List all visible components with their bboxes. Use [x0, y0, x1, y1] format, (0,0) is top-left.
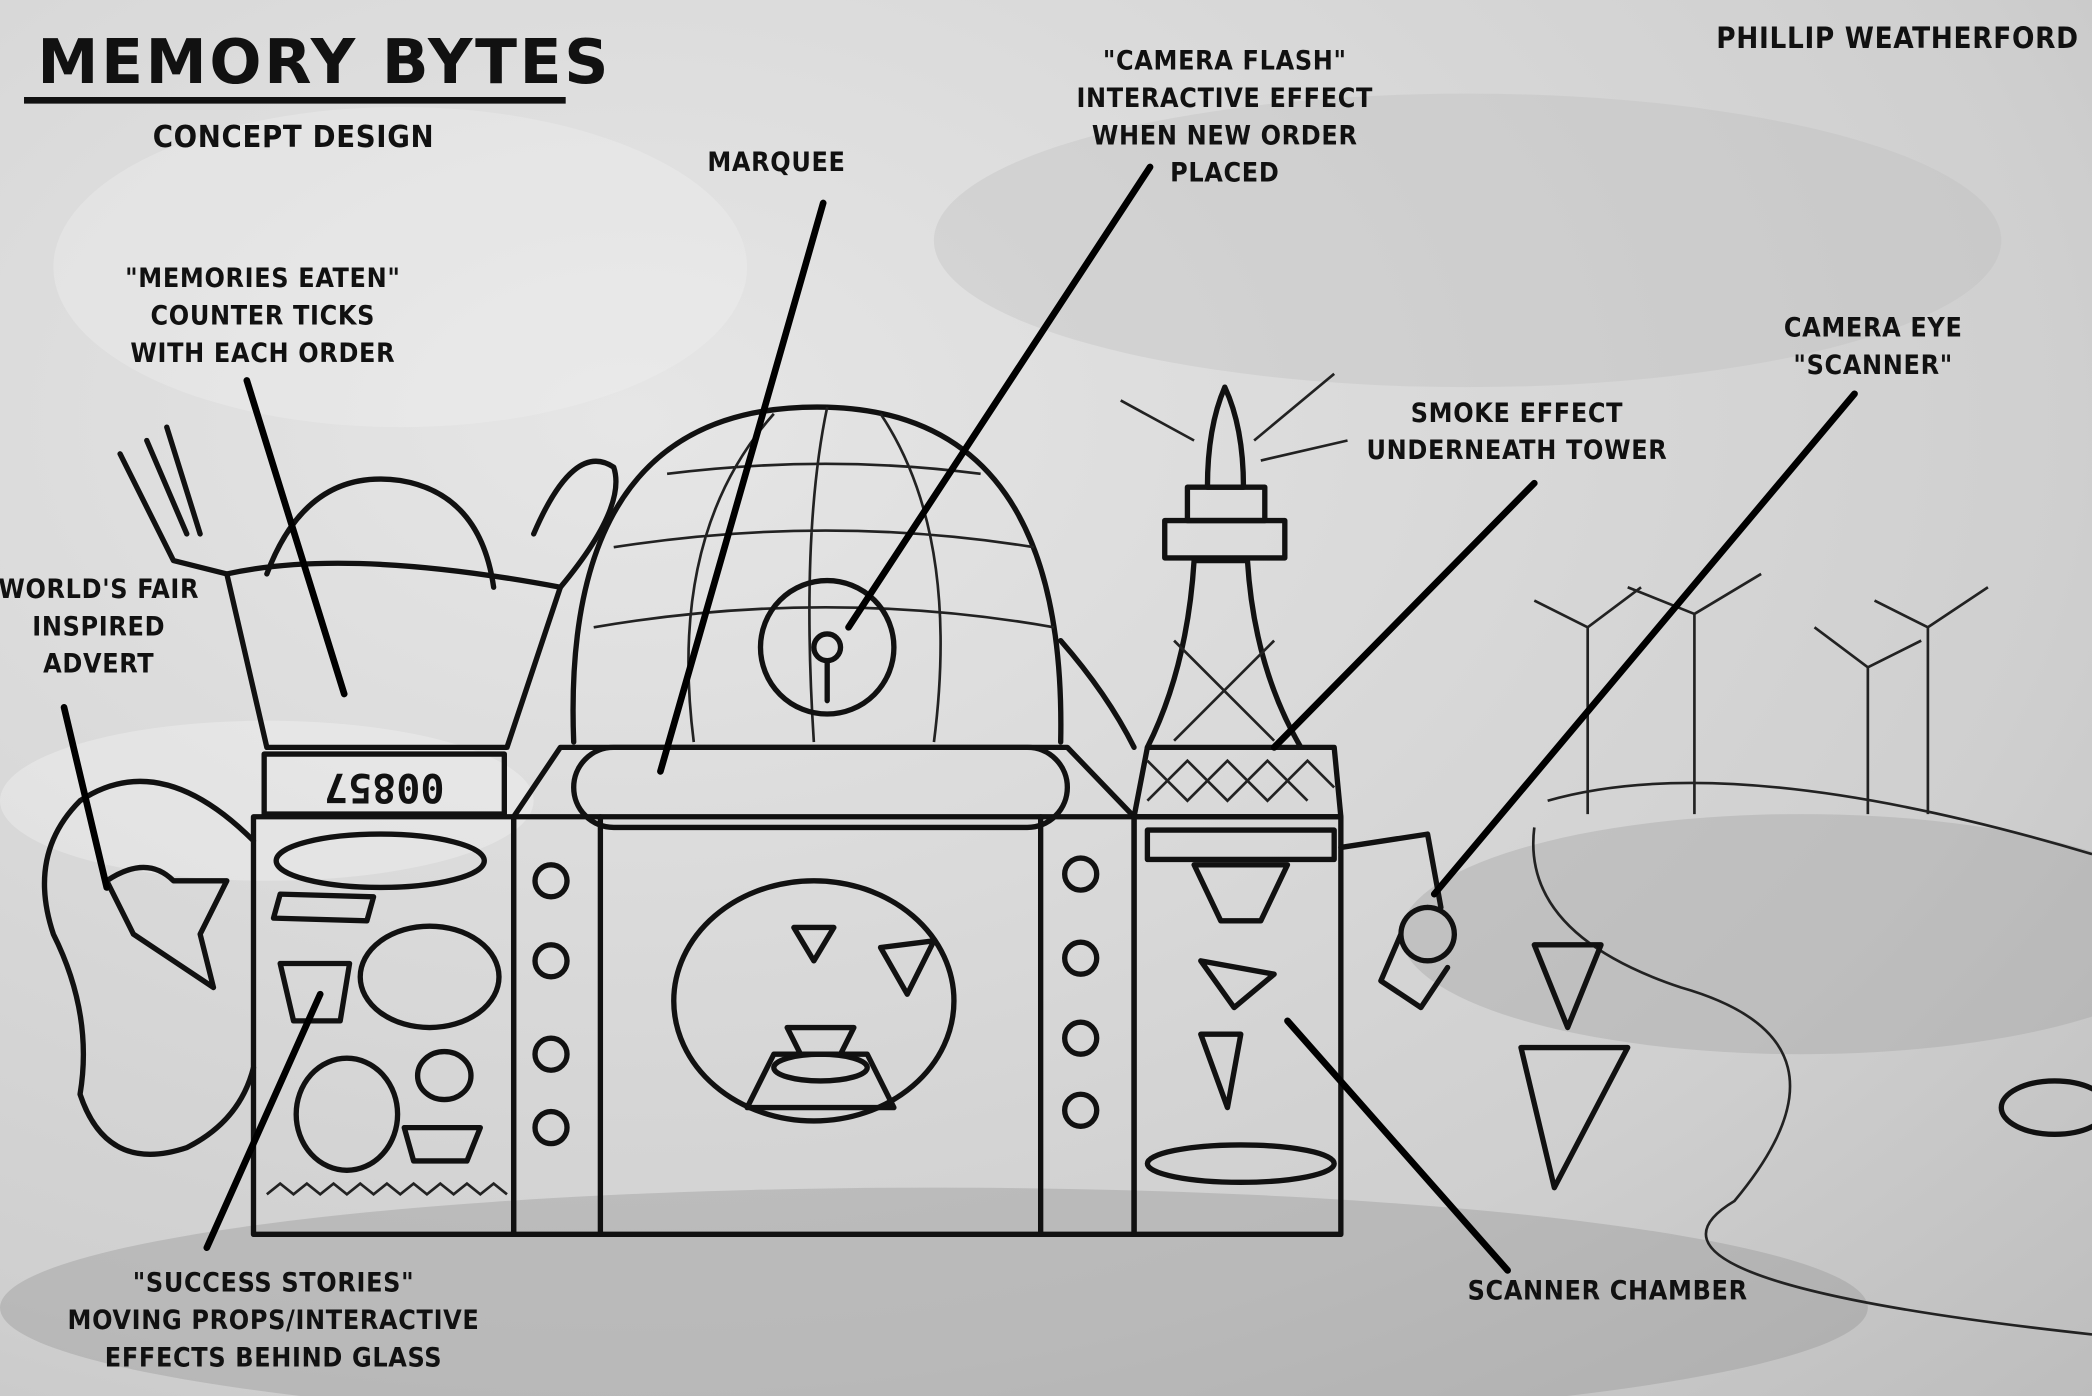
camera-dome [570, 404, 1064, 745]
advert-blob [41, 778, 257, 1157]
marquee [571, 744, 1071, 831]
svg-text:COUNTER TICKS: COUNTER TICKS [151, 300, 376, 331]
svg-text:UNDERNEATH TOWER: UNDERNEATH TOWER [1366, 435, 1667, 466]
callout-camera-flash: "CAMERA FLASH" INTERACTIVE EFFECT WHEN N… [1076, 46, 1373, 189]
svg-text:"MEMORIES EATEN": "MEMORIES EATEN" [125, 263, 400, 294]
camera-eye-scanner [1338, 831, 1457, 1011]
svg-text:CAMERA EYE: CAMERA EYE [1784, 312, 1963, 343]
svg-text:PLACED: PLACED [1170, 158, 1279, 189]
svg-text:SCANNER CHAMBER: SCANNER CHAMBER [1468, 1276, 1748, 1307]
svg-text:MOVING PROPS/INTERACTIVE: MOVING PROPS/INTERACTIVE [68, 1305, 480, 1336]
camera-flash-bulb [757, 577, 897, 717]
svg-text:"CAMERA FLASH": "CAMERA FLASH" [1103, 46, 1347, 77]
svg-text:INSPIRED: INSPIRED [32, 611, 165, 642]
leader-lines [60, 163, 1858, 1274]
page-title: MEMORY BYTES [37, 27, 611, 98]
callout-scanner-chamber: SCANNER CHAMBER [1468, 1276, 1748, 1307]
svg-text:ADVERT: ADVERT [43, 649, 154, 680]
display-window [671, 878, 957, 1124]
callout-worlds-fair: WORLD'S FAIR INSPIRED ADVERT [0, 574, 199, 680]
portholes [532, 855, 1100, 1147]
svg-text:WITH EACH ORDER: WITH EACH ORDER [130, 338, 395, 369]
svg-text:INTERACTIVE EFFECT: INTERACTIVE EFFECT [1076, 83, 1373, 114]
background-wash [0, 93, 2092, 1396]
svg-text:SMOKE EFFECT: SMOKE EFFECT [1411, 398, 1623, 429]
smoke-tower [1120, 372, 1348, 820]
svg-text:EFFECTS BEHIND GLASS: EFFECTS BEHIND GLASS [105, 1342, 443, 1373]
svg-text:WHEN NEW ORDER: WHEN NEW ORDER [1092, 120, 1358, 151]
background-trees [1532, 572, 2092, 1336]
svg-text:WORLD'S FAIR: WORLD'S FAIR [0, 574, 199, 605]
callout-memories-eaten: "MEMORIES EATEN" COUNTER TICKS WITH EACH… [125, 263, 400, 369]
callout-marquee: MARQUEE [707, 147, 845, 178]
svg-text:MARQUEE: MARQUEE [707, 147, 845, 178]
callout-success-stories: "SUCCESS STORIES" MOVING PROPS/INTERACTI… [68, 1268, 480, 1374]
artist-name: PHILLIP WEATHERFORD [1716, 21, 2078, 55]
memory-bytes-machine: 00857 [41, 372, 2092, 1238]
counter-digits: 00857 [324, 764, 444, 810]
callout-camera-eye: CAMERA EYE "SCANNER" [1784, 312, 1963, 381]
scanner-chamber [1131, 814, 1344, 1238]
callout-smoke-effect: SMOKE EFFECT UNDERNEATH TOWER [1366, 398, 1667, 466]
subtitle: CONCEPT DESIGN [153, 120, 435, 155]
svg-text:"SUCCESS STORIES": "SUCCESS STORIES" [133, 1268, 415, 1299]
svg-text:"SCANNER": "SCANNER" [1793, 350, 1953, 381]
memory-bucket [224, 560, 564, 751]
